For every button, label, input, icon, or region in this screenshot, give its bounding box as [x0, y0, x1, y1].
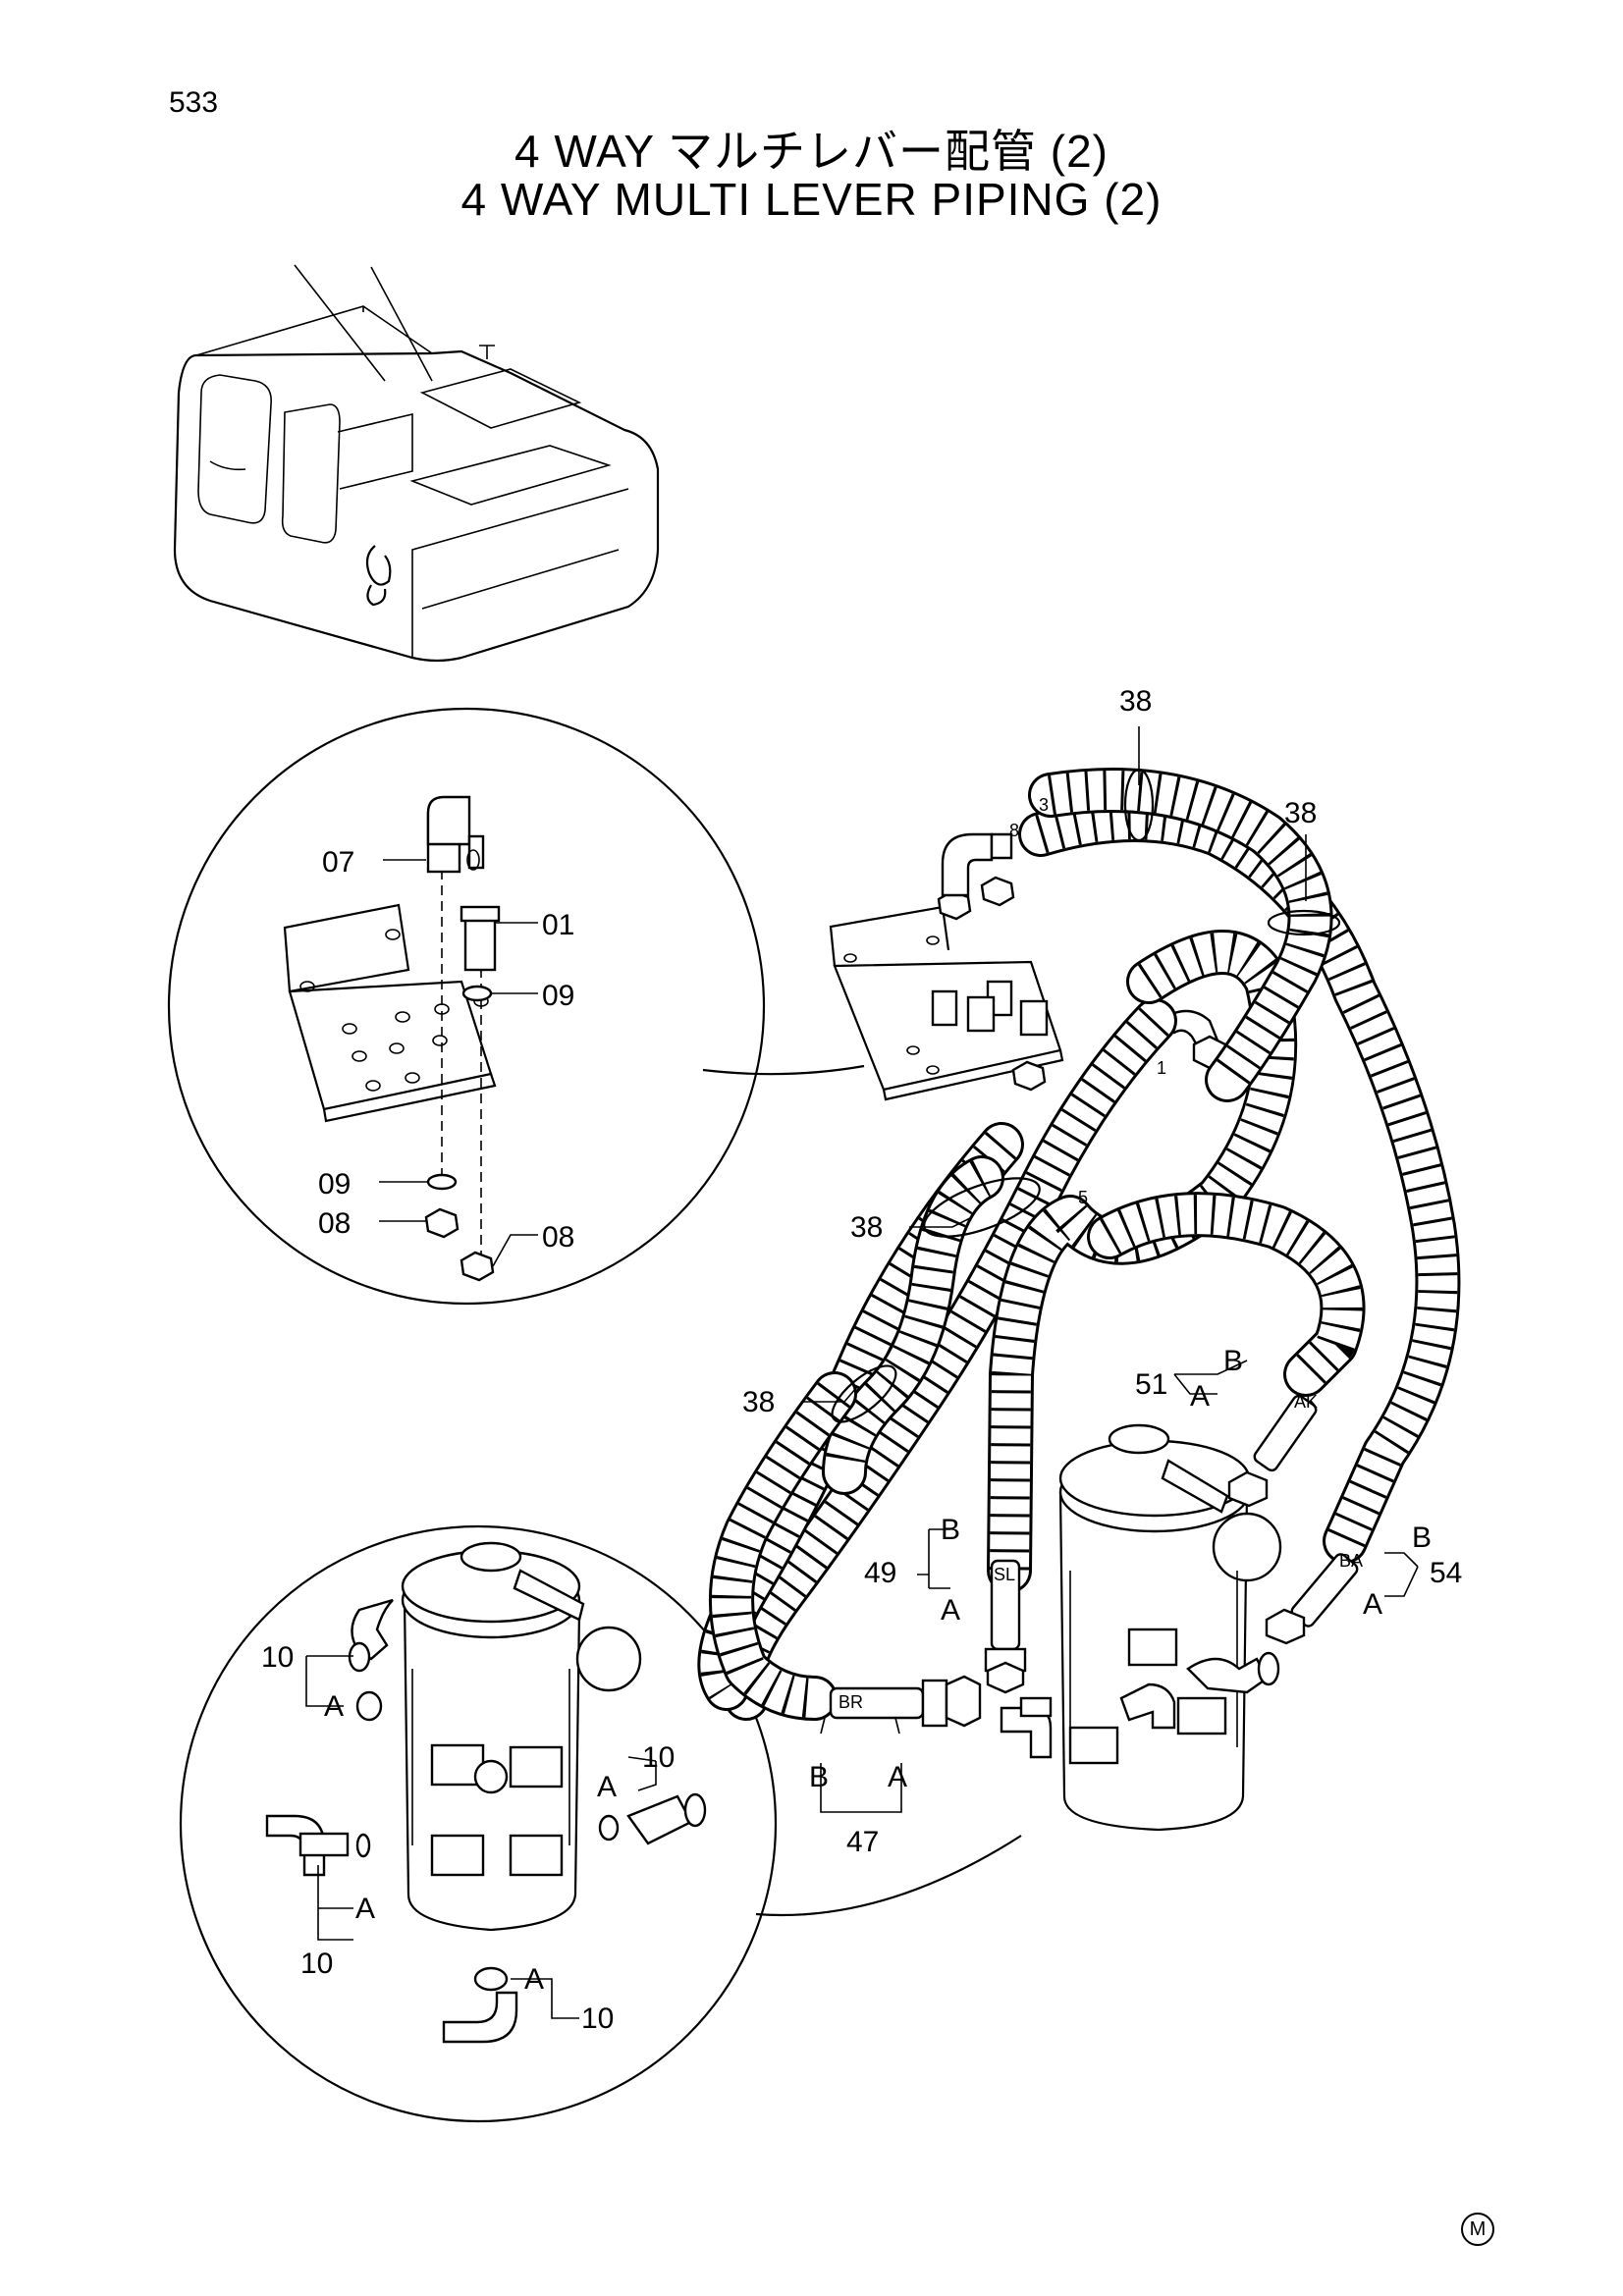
- label-51-B: B: [1223, 1345, 1243, 1377]
- label-08-right: 08: [542, 1221, 574, 1254]
- label-1: 1: [1157, 1058, 1166, 1078]
- label-38-low: 38: [742, 1386, 775, 1418]
- label-10-left-A: A: [355, 1893, 375, 1925]
- bracket-assembly: [829, 832, 1227, 1101]
- upper-connector: [702, 1064, 865, 1076]
- lower-connector: [755, 1835, 1022, 1917]
- hose-bundle: [697, 768, 1461, 1721]
- label-10-topleft-A: A: [324, 1690, 344, 1723]
- label-54-B: B: [1412, 1522, 1432, 1554]
- main-valve: [1000, 1423, 1282, 1832]
- label-54: 54: [1430, 1557, 1462, 1589]
- leader-lines: [801, 726, 1419, 1813]
- part-labels: 38 38 38 38 3 8 1 5 07 01 09 09 08 08 51…: [261, 685, 1462, 2035]
- label-38-top: 38: [1119, 685, 1152, 718]
- label-09-top: 09: [542, 980, 574, 1012]
- hose-fittings: [829, 1394, 1359, 1728]
- title-english: 4 WAY MULTI LEVER PIPING (2): [460, 174, 1163, 225]
- label-51: 51: [1135, 1368, 1167, 1401]
- label-47-A: A: [888, 1761, 907, 1793]
- detail-circle-bracket: [167, 707, 766, 1306]
- label-07: 07: [322, 846, 354, 879]
- label-49-B: B: [941, 1514, 960, 1546]
- label-38-mid: 38: [850, 1211, 883, 1244]
- label-10-left: 10: [300, 1948, 333, 1980]
- page-number: 533: [169, 86, 219, 119]
- label-BR: BR: [839, 1692, 863, 1712]
- label-AK: AK: [1294, 1392, 1318, 1412]
- label-5: 5: [1078, 1188, 1088, 1207]
- label-47: 47: [846, 1826, 879, 1858]
- label-49-A: A: [941, 1594, 960, 1627]
- label-54-A: A: [1363, 1588, 1382, 1621]
- detail-circle-valve: [179, 1524, 778, 2123]
- label-10-bottom: 10: [581, 2002, 614, 2035]
- label-10-topleft: 10: [261, 1641, 294, 1674]
- label-10-right-A: A: [597, 1771, 617, 1803]
- label-10-right: 10: [642, 1741, 675, 1774]
- label-01: 01: [542, 909, 574, 941]
- label-38-right: 38: [1284, 797, 1317, 829]
- label-49: 49: [864, 1557, 896, 1589]
- label-08-left: 08: [318, 1207, 351, 1240]
- copyright-mark: M: [1461, 2213, 1494, 2246]
- label-10-bottom-A: A: [524, 1963, 544, 1996]
- label-8: 8: [1009, 821, 1019, 840]
- label-09-bottom: 09: [318, 1168, 351, 1201]
- excavator-overview: [173, 264, 660, 663]
- label-BA: BA: [1339, 1551, 1363, 1571]
- label-47-B: B: [809, 1761, 829, 1793]
- label-51-A: A: [1190, 1380, 1210, 1413]
- label-3: 3: [1039, 795, 1049, 815]
- label-SL: SL: [994, 1565, 1015, 1584]
- title-japanese: 4 WAY マルチレバー配管 (2): [514, 126, 1109, 177]
